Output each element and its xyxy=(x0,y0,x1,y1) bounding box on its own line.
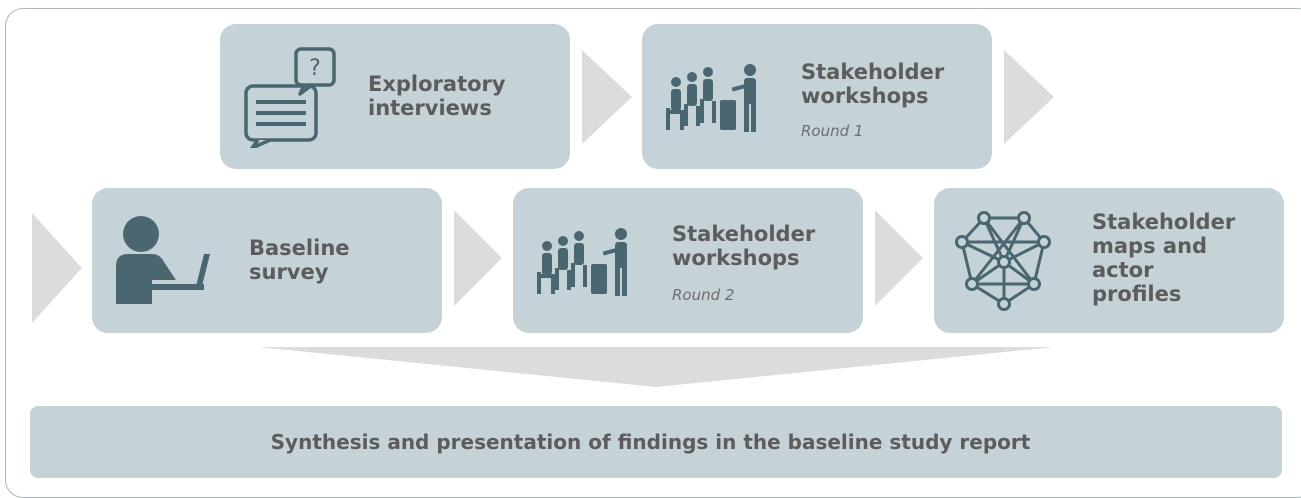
flow-arrow xyxy=(875,210,923,306)
step-title-stakeholder-workshops-round-1: Stakeholder workshops xyxy=(801,60,945,108)
workshop-group-icon xyxy=(666,64,756,132)
synthesis-label: Synthesis and presentation of findings i… xyxy=(270,430,1031,454)
step-box-stakeholder-workshops-round-2 xyxy=(513,188,863,333)
flow-arrow xyxy=(32,213,82,323)
flow-arrow xyxy=(582,50,632,144)
network-icon xyxy=(955,211,1051,311)
step-title-baseline-survey: Baseline survey xyxy=(249,236,350,284)
flow-arrow xyxy=(454,210,502,306)
question-chat-icon: ? xyxy=(244,47,336,148)
step-subtitle-round-2: Round 2 xyxy=(672,286,735,304)
svg-text:?: ? xyxy=(309,56,321,81)
step-title-stakeholder-maps: Stakeholder maps and actor profiles xyxy=(1092,210,1236,306)
flow-arrow xyxy=(1004,50,1054,144)
step-box-stakeholder-workshops-round-1 xyxy=(642,24,992,169)
synthesis-bar xyxy=(30,406,1282,478)
funnel-arrow xyxy=(258,347,1054,387)
step-title-stakeholder-workshops-round-2: Stakeholder workshops xyxy=(672,222,816,270)
workshop-group-icon xyxy=(537,228,627,296)
laptop-user-icon xyxy=(116,216,210,304)
step-title-exploratory-interviews: Exploratory interviews xyxy=(368,72,506,120)
step-box-exploratory-interviews xyxy=(220,24,570,169)
step-subtitle-round-1: Round 1 xyxy=(801,122,864,140)
